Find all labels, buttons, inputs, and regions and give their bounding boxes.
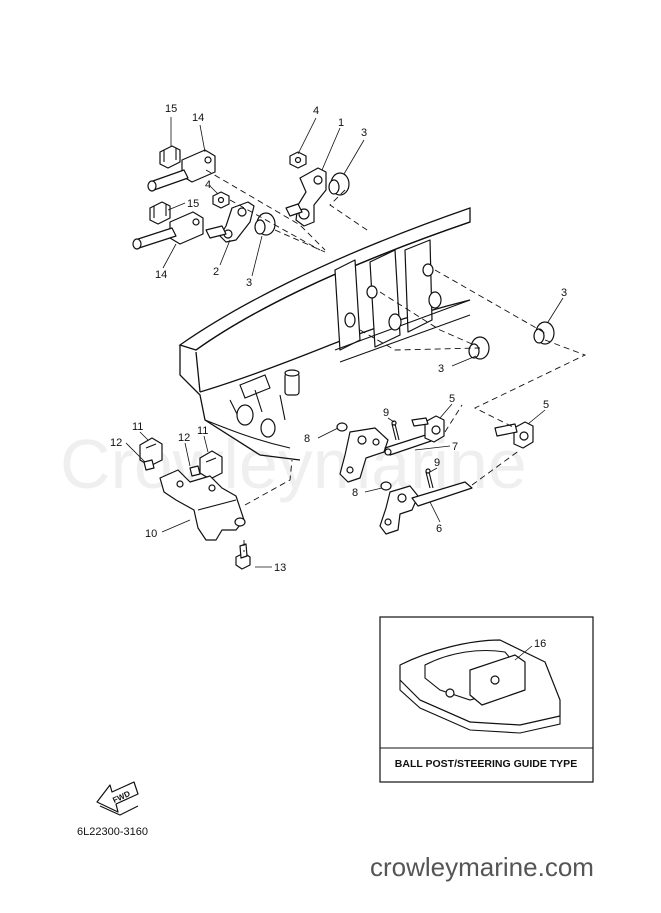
assembly-lines	[205, 169, 587, 552]
callout-16: 16	[534, 638, 546, 650]
callout-8-upper: 8	[304, 433, 310, 445]
right-collars	[468, 321, 555, 360]
cable-joint-14-lower	[169, 211, 204, 245]
pin-12-right	[189, 465, 201, 477]
clip-9-lower	[425, 471, 434, 489]
callout-6: 6	[436, 523, 442, 535]
inset-ball-post-steering-guide: 16 BALL POST/STEERING GUIDE TYPE	[379, 616, 594, 783]
site-name: crowleymarine.com	[370, 852, 594, 882]
leader-lines	[125, 117, 564, 568]
callout-4-upper: 4	[313, 105, 319, 117]
callout-14-upper: 14	[192, 112, 204, 124]
washer-8-upper	[336, 422, 348, 432]
callout-13: 13	[274, 562, 286, 574]
callout-12-right: 12	[178, 432, 190, 444]
callout-11-left: 11	[132, 421, 143, 433]
inset-caption: BALL POST/STEERING GUIDE TYPE	[395, 758, 577, 770]
callout-labels: 15 14 4 1 3 4 15 2 3 14 3 3 5 9 8 7 5 9 …	[110, 103, 567, 574]
callout-9-lower: 9	[434, 457, 440, 469]
bracket-assembly	[139, 437, 251, 570]
bottom-cowling	[178, 207, 471, 461]
clip-9-upper	[391, 423, 400, 441]
clip-15-lower	[149, 201, 171, 225]
callout-7: 7	[452, 441, 458, 453]
callout-5-upper: 5	[449, 393, 455, 405]
callout-1: 1	[338, 117, 344, 129]
callout-5-lower: 5	[543, 399, 549, 411]
diagram-code: 6L22300-3160	[77, 826, 148, 838]
upper-cable-joint-assembly	[132, 145, 350, 250]
callout-10: 10	[145, 528, 157, 540]
callout-3-lower: 3	[246, 277, 252, 289]
callout-15-lower: 15	[187, 198, 199, 210]
callout-15-upper: 15	[165, 103, 177, 115]
callout-14-lower: 14	[155, 269, 167, 281]
callout-3-center: 3	[438, 363, 444, 375]
callout-2: 2	[213, 266, 219, 278]
clip-15-upper	[159, 145, 181, 169]
bracket-10	[159, 469, 245, 541]
pin-12-left	[143, 459, 155, 471]
callout-12-left: 12	[110, 437, 122, 449]
fwd-arrow-icon: FWD	[96, 781, 139, 816]
callout-3-upper: 3	[361, 127, 367, 139]
callout-4-lower: 4	[205, 179, 211, 191]
callout-8-lower: 8	[352, 487, 358, 499]
callout-11-right: 11	[197, 425, 208, 437]
callout-9-upper: 9	[383, 407, 389, 419]
rod-6	[411, 481, 473, 507]
washer-8-lower	[380, 481, 392, 491]
link-rod-assembly	[336, 415, 534, 535]
callout-3-right: 3	[561, 287, 567, 299]
clip-11-left	[139, 437, 163, 467]
